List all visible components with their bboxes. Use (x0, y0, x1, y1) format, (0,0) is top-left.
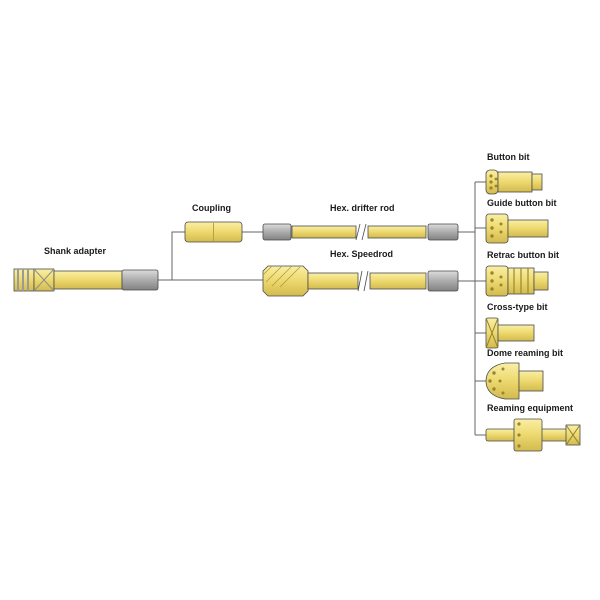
hex-drifter-rod-label: Hex. drifter rod (330, 203, 395, 213)
guide-button-bit-drawing (485, 213, 549, 244)
connector-lines (158, 181, 486, 436)
dome-reaming-bit-label: Dome reaming bit (487, 348, 564, 358)
cross-type-bit-drawing (485, 317, 535, 349)
guide-button-bit-label: Guide button bit (487, 198, 557, 208)
coupling-drawing (184, 221, 243, 243)
dome-reaming-bit-drawing (485, 362, 544, 400)
button-bit-drawing (485, 169, 543, 195)
retrac-button-bit-drawing (485, 265, 549, 297)
hex-speedrod-drawing (262, 265, 459, 297)
hex-speedrod-label: Hex. Speedrod (330, 249, 394, 259)
reaming-equipment-drawing (485, 418, 581, 452)
cross-type-bit-label: Cross-type bit (487, 302, 548, 312)
shank-adapter-drawing (13, 268, 159, 292)
shank-adapter-label: Shank adapter (44, 246, 107, 256)
hex-drifter-rod-drawing (262, 223, 459, 241)
coupling-label: Coupling (192, 203, 231, 213)
retrac-button-bit-label: Retrac button bit (487, 250, 559, 260)
button-bit-label: Button bit (487, 152, 530, 162)
reaming-equipment-label: Reaming equipment (487, 403, 574, 413)
